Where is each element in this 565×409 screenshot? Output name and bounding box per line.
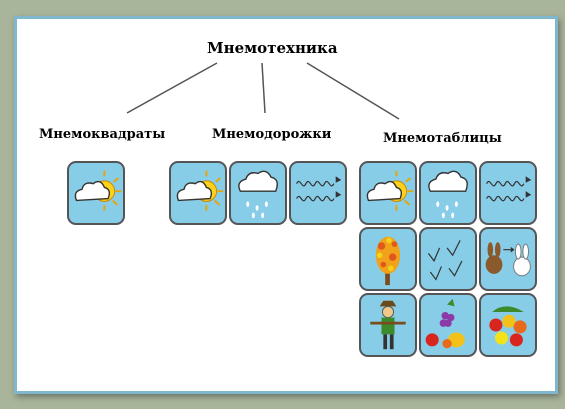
mnemotable-tile-1 <box>359 161 417 225</box>
mnemopath-tile-3 <box>289 161 347 225</box>
autumn-tree-icon <box>375 236 401 286</box>
sun-cloud-icon <box>366 170 414 211</box>
mnemotable-tile-2 <box>419 161 477 225</box>
sun-cloud-icon <box>176 170 224 211</box>
mnemotable-tile-8 <box>419 293 477 357</box>
rain-cloud-icon <box>428 170 468 219</box>
vegetables-icon <box>425 298 465 349</box>
hare-icon <box>485 242 531 277</box>
mnemosquare-tile <box>67 161 125 225</box>
label-mnemotables: Мнемотаблицы <box>383 131 502 146</box>
birds-icon <box>427 240 463 281</box>
mnemotable-tile-6 <box>479 227 537 291</box>
mnemotable-tile-7 <box>359 293 417 357</box>
fruits-icon <box>489 306 527 347</box>
scarecrow-icon <box>370 300 406 350</box>
mnemopath-tile-2 <box>229 161 287 225</box>
wind-icon <box>486 176 532 202</box>
sun-cloud-icon <box>74 170 122 211</box>
connector-tables <box>306 62 400 120</box>
rain-cloud-icon <box>238 170 278 219</box>
connector-lines <box>126 62 400 120</box>
mnemotable-tile-4 <box>359 227 417 291</box>
connector-squares <box>126 62 218 114</box>
mnemotable-tile-3 <box>479 161 537 225</box>
diagram-slide: Мнемотехника Мнемоквадраты Мнемодорожки … <box>14 16 558 394</box>
mnemotable-tile-5 <box>419 227 477 291</box>
wind-icon <box>296 176 342 202</box>
label-mnemosquares: Мнемоквадраты <box>39 127 166 142</box>
connector-paths <box>261 62 266 114</box>
mnemopath-tile-1 <box>169 161 227 225</box>
label-mnemopaths: Мнемодорожки <box>212 127 332 142</box>
mnemotable-tile-9 <box>479 293 537 357</box>
diagram-title: Мнемотехника <box>207 39 338 57</box>
